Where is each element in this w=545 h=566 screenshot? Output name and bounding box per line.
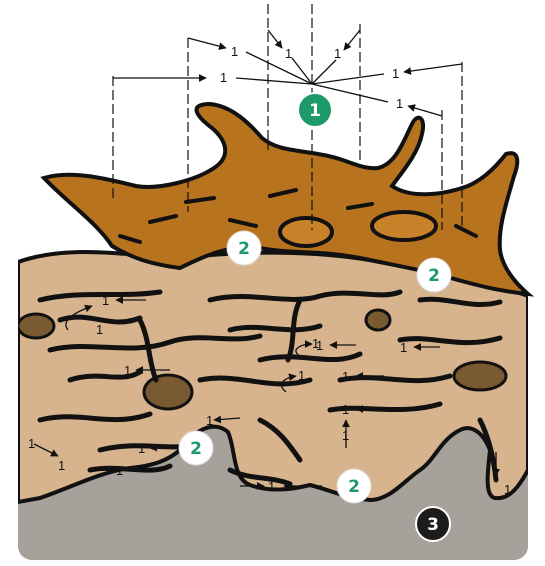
marker-2d-text: 2 (348, 477, 360, 497)
label-1-top-f: 1 (396, 96, 403, 111)
marker-1-badge: 1 (298, 93, 332, 127)
pocket-right (454, 362, 506, 390)
label-1-tissue-e: 1 (342, 369, 349, 384)
pocket-upper-right (366, 310, 390, 330)
label-1-tissue-c: 1 (124, 363, 131, 378)
marker-3-text: 3 (427, 515, 439, 535)
top-arrows (113, 30, 462, 116)
label-1-top-a: 1 (231, 44, 238, 59)
label-1-tissue-n: 1 (58, 458, 65, 473)
marker-2b-badge: 2 (417, 258, 451, 292)
label-1-top-e: 1 (392, 66, 399, 81)
label-1-top-c: 1 (285, 46, 292, 61)
label-1-tissue-l: 1 (504, 482, 511, 497)
marker-2c-text: 2 (190, 439, 202, 459)
label-1-tissue-g: 1 (206, 413, 213, 428)
label-1-tissue-o: 1 (96, 322, 103, 337)
cell-nucleus-left (280, 218, 332, 246)
label-1-tissue-i: 1 (116, 463, 123, 478)
label-1-top-d: 1 (334, 46, 341, 61)
label-1-tissue-d: 1 (400, 340, 407, 355)
marker-1-text: 1 (309, 101, 321, 121)
marker-2a-badge: 2 (227, 231, 261, 265)
pocket-left (18, 314, 54, 338)
label-1-tissue-k: 1 (342, 428, 349, 443)
marker-2b-text: 2 (428, 266, 440, 286)
label-1-tissue-q: 1 (298, 368, 305, 383)
label-1-tissue-a: 1 (102, 293, 109, 308)
pocket-center (144, 375, 192, 409)
marker-2c-badge: 2 (179, 431, 213, 465)
label-1-tissue-j: 1 (268, 479, 275, 494)
marker-2a-text: 2 (238, 239, 250, 259)
label-1-tissue-h: 1 (138, 441, 145, 456)
marker-2d-badge: 2 (337, 469, 371, 503)
label-1-tissue-m: 1 (28, 436, 35, 451)
label-1-tissue-f: 1 (342, 402, 349, 417)
label-1-tissue-p: 1 (312, 336, 319, 351)
cell-nucleus-right (372, 212, 436, 240)
label-1-top-b: 1 (220, 70, 227, 85)
marker-3-badge: 3 (416, 507, 450, 541)
